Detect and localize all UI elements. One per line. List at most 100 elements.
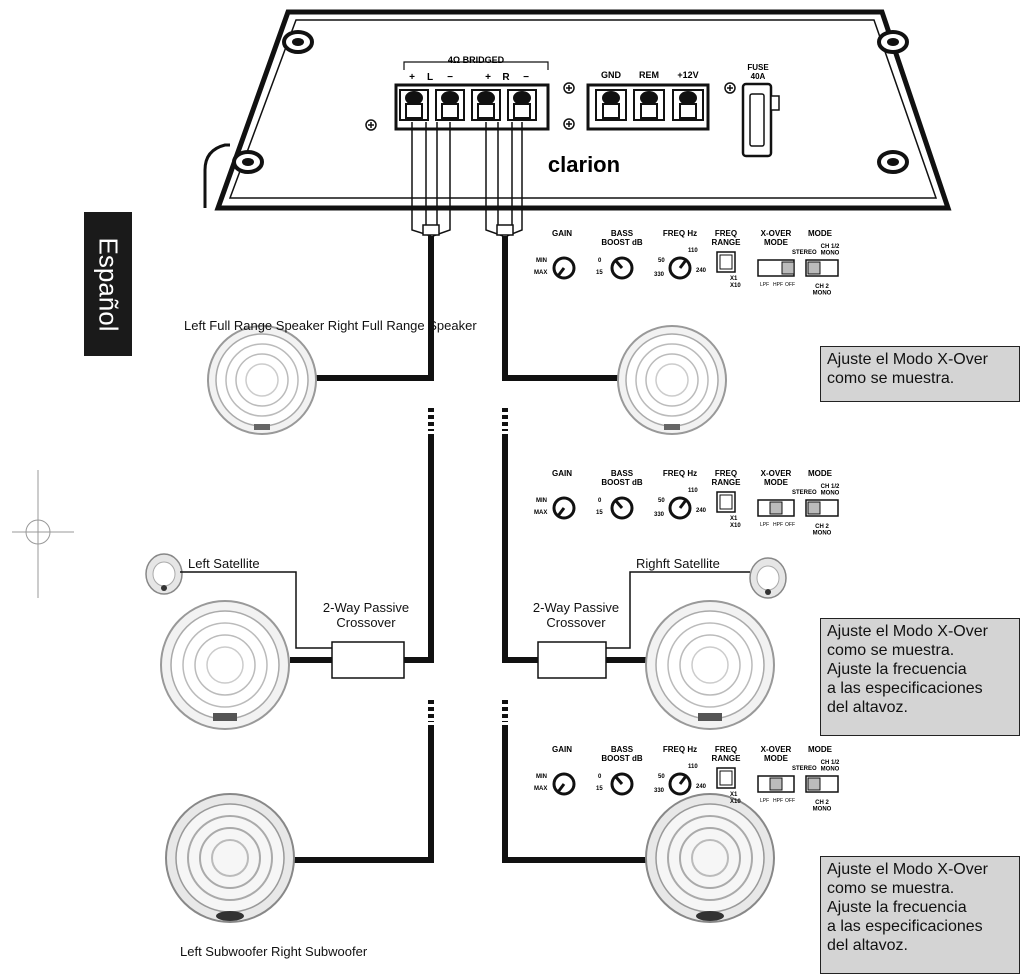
bridged-label: 4Ω BRIDGED [448, 55, 505, 65]
mode-label: MODE [808, 745, 833, 754]
amplifier-housing [214, 9, 952, 211]
gain-knob-icon [552, 496, 576, 520]
right-woofer-speaker-icon [645, 600, 775, 730]
range-x10-label: X10 [730, 523, 741, 529]
gain-label: GAIN [552, 745, 572, 754]
freq-50-label: 50 [658, 498, 665, 504]
speaker-cables [290, 236, 646, 863]
amp-wires [411, 122, 523, 237]
freq-330-label: 330 [654, 512, 665, 518]
xover-pos-label: LPF [760, 282, 769, 288]
freq-240-label: 240 [696, 784, 707, 790]
full-range-speakers-label: Left Full Range Speaker Right Full Range… [184, 318, 477, 333]
bass-0-label: 0 [598, 774, 602, 780]
bass-15-label: 15 [596, 786, 603, 792]
right-satellite-icon [749, 557, 787, 599]
power-label: +12V [677, 70, 698, 80]
note-box-3: Ajuste el Modo X-Over como se muestra. A… [820, 856, 1020, 974]
gain-label: GAIN [552, 469, 572, 478]
bass-boost-knob-icon [610, 772, 634, 796]
bass-15-label: 15 [596, 510, 603, 516]
note-box-2: Ajuste el Modo X-Over como se muestra. A… [820, 618, 1020, 736]
mode-stereo-label: STEREO [792, 766, 817, 772]
gain-min-label: MIN [536, 498, 547, 504]
right-subwoofer-speaker-icon [645, 793, 775, 923]
left-full-range-speaker-icon [207, 325, 317, 435]
bass-15-label: 15 [596, 270, 603, 276]
xover-pos-label: HPF [773, 798, 783, 804]
freq-240-label: 240 [696, 508, 707, 514]
right-full-range-speaker-icon [617, 325, 727, 435]
right-crossover-box [537, 641, 607, 679]
terminal-label: − [447, 72, 453, 83]
fuse-icon [741, 82, 773, 158]
freq-range-button [716, 767, 736, 789]
amplifier: 4Ω BRIDGED + L − + R − GND REM +12V [203, 9, 952, 211]
bass-0-label: 0 [598, 498, 602, 504]
freq-range-button [716, 251, 736, 273]
freq-label: FREQ Hz [663, 229, 697, 238]
freq-50-label: 50 [658, 774, 665, 780]
gain-knob-icon [552, 772, 576, 796]
right-satellite-label: Righft Satellite [636, 556, 720, 571]
xover-pos-label: OFF [785, 798, 795, 804]
left-subwoofer-speaker-icon [165, 793, 295, 923]
cable-break [428, 408, 508, 722]
xover-pos-label: LPF [760, 798, 769, 804]
freq-330-label: 330 [654, 788, 665, 794]
terminal-screw-icon [399, 89, 537, 121]
fuse-label: FUSE [747, 63, 769, 72]
mounting-hole-icon [232, 30, 909, 174]
freq-50-label: 50 [658, 258, 665, 264]
right-crossover-label: 2-Way Passive Crossover [532, 600, 620, 630]
freq-110-label: 110 [688, 764, 698, 770]
freq-330-label: 330 [654, 272, 665, 278]
bass-boost-knob-icon [610, 496, 634, 520]
brand-logo: clarion [548, 152, 620, 177]
language-tab: Español [84, 212, 132, 356]
gain-label: GAIN [552, 229, 572, 238]
gain-min-label: MIN [536, 774, 547, 780]
freq-knob-icon [668, 772, 692, 796]
left-crossover-label: 2-Way Passive Crossover [322, 600, 410, 630]
left-satellite-label: Left Satellite [188, 556, 260, 571]
gain-max-label: MAX [534, 270, 547, 276]
xover-pos-label: OFF [785, 522, 795, 528]
freq-110-label: 110 [688, 488, 698, 494]
fuse-rating: 40A [751, 72, 766, 81]
left-satellite-icon [145, 553, 183, 595]
gain-max-label: MAX [534, 786, 547, 792]
mode-label: MODE [808, 229, 833, 238]
gain-knob-icon [552, 256, 576, 280]
left-crossover-box [331, 641, 405, 679]
xover-pos-label: HPF [773, 282, 783, 288]
terminal-label: + [409, 72, 415, 83]
freq-label: FREQ Hz [663, 469, 697, 478]
gain-min-label: MIN [536, 258, 547, 264]
power-label: REM [639, 70, 659, 80]
freq-knob-icon [668, 496, 692, 520]
subwoofers-label: Left Subwoofer Right Subwoofer [180, 944, 368, 959]
terminal-screw-icon [595, 89, 704, 121]
bass-0-label: 0 [598, 258, 602, 264]
freq-240-label: 240 [696, 268, 707, 274]
terminal-label: R [502, 72, 510, 83]
satellite-wires [180, 571, 750, 649]
freq-110-label: 110 [688, 248, 698, 254]
